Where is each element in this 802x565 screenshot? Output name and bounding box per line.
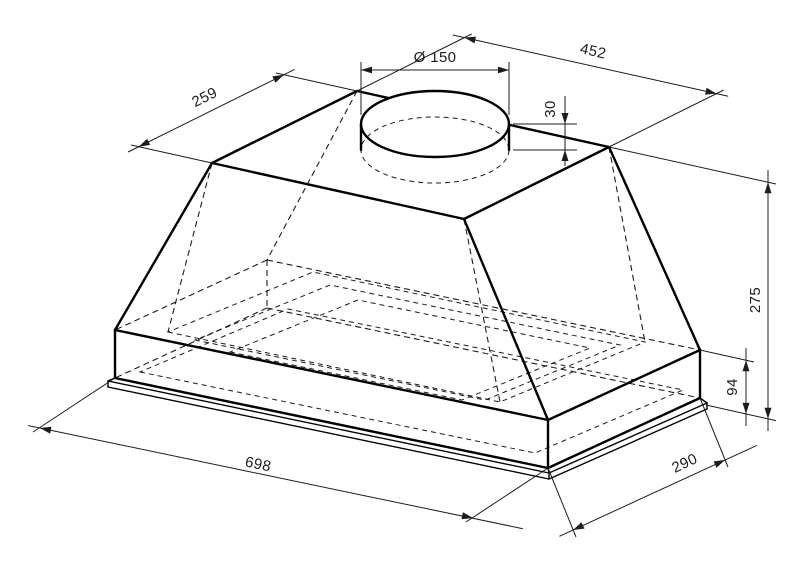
flange-top-right-edge [548, 402, 708, 474]
extension-line [608, 146, 777, 185]
arrowhead [40, 426, 52, 434]
arrowhead [138, 138, 151, 147]
arrowhead [764, 407, 772, 419]
hidden-funnel-edge-front [463, 218, 501, 403]
dimension-line [452, 34, 729, 97]
hidden-edges [114, 90, 701, 403]
arrowhead [742, 402, 750, 414]
extension-line [32, 377, 116, 433]
flange-step-right [699, 397, 708, 404]
arrowhead [461, 512, 473, 520]
flange-top-left-edge [107, 380, 550, 474]
extension-line [699, 397, 729, 468]
dimension-label-body-height: 94 [724, 378, 741, 396]
dimension-top-width: 452 [356, 33, 729, 148]
extension-line [705, 404, 777, 422]
duct-collar [359, 89, 511, 184]
arrowhead [464, 36, 476, 44]
dimension-duct-diameter: Ø 150 [360, 49, 510, 115]
extension-line [699, 349, 755, 363]
arrowhead [498, 66, 509, 74]
dimension-label-total-height: 275 [747, 287, 764, 313]
dimension-label-collar-height: 30 [542, 100, 559, 118]
extension-line [465, 467, 549, 523]
slant-edge-left [113, 161, 214, 332]
collar-silhouette [361, 91, 509, 183]
extension-line [130, 144, 213, 164]
arrowhead [742, 360, 750, 372]
hood-body [113, 89, 702, 470]
hidden-edge-bottom-back-right [266, 307, 701, 399]
slant-edge-right [607, 145, 702, 352]
hidden-edge-bottom-back-left [114, 307, 268, 379]
base-flange [107, 377, 708, 480]
dimension-line [127, 68, 295, 153]
dimension-label-top-depth: 259 [189, 84, 220, 111]
dimension-line [28, 425, 524, 530]
arrowhead [361, 66, 372, 74]
dimension-label-top-width: 452 [578, 40, 607, 62]
arrowhead [713, 460, 725, 468]
filter-frame-middle [193, 284, 622, 401]
dimension-collar-height: 30 [513, 96, 577, 166]
arrowhead [705, 87, 717, 95]
crease-front-right [546, 348, 702, 422]
dimension-line [559, 444, 758, 537]
filter-frame-outer [166, 271, 647, 403]
dimension-label-duct-diameter: Ø 150 [414, 49, 457, 66]
extension-line [356, 33, 472, 92]
arrowhead [561, 150, 569, 161]
dimension-body-height: 94 [699, 348, 755, 426]
extension-line [275, 72, 358, 92]
arrowhead [573, 522, 585, 530]
extension-line [547, 467, 577, 538]
slant-edge-front [462, 217, 550, 422]
hidden-edge-boxtop-back-left [114, 259, 268, 331]
dimension-total-height: 275 [608, 146, 777, 431]
liner-outline [138, 308, 685, 454]
extension-line [608, 89, 724, 148]
dimension-label-base-depth: 290 [669, 450, 700, 476]
flange-bottom-left-edge [107, 386, 550, 480]
arrowhead [561, 113, 569, 124]
hidden-funnel-edge-left [167, 162, 213, 333]
arrowhead [764, 182, 772, 194]
hidden-edge-back-slant [266, 90, 358, 261]
arrowhead [272, 74, 284, 83]
dimension-base-depth: 290 [547, 397, 758, 538]
filter-frame-inner [228, 299, 592, 401]
filter-frames [138, 271, 685, 454]
flange-bottom-right-edge [548, 408, 708, 480]
box-bottom-front-right [546, 396, 702, 470]
dimension-base-width: 698 [28, 377, 549, 530]
hidden-funnel-edge-right [608, 146, 646, 343]
dimension-label-base-width: 698 [244, 453, 273, 475]
hidden-edge-boxtop-back-right [266, 259, 701, 351]
crease-front-left [113, 328, 550, 422]
box-bottom-front-left [113, 376, 550, 470]
